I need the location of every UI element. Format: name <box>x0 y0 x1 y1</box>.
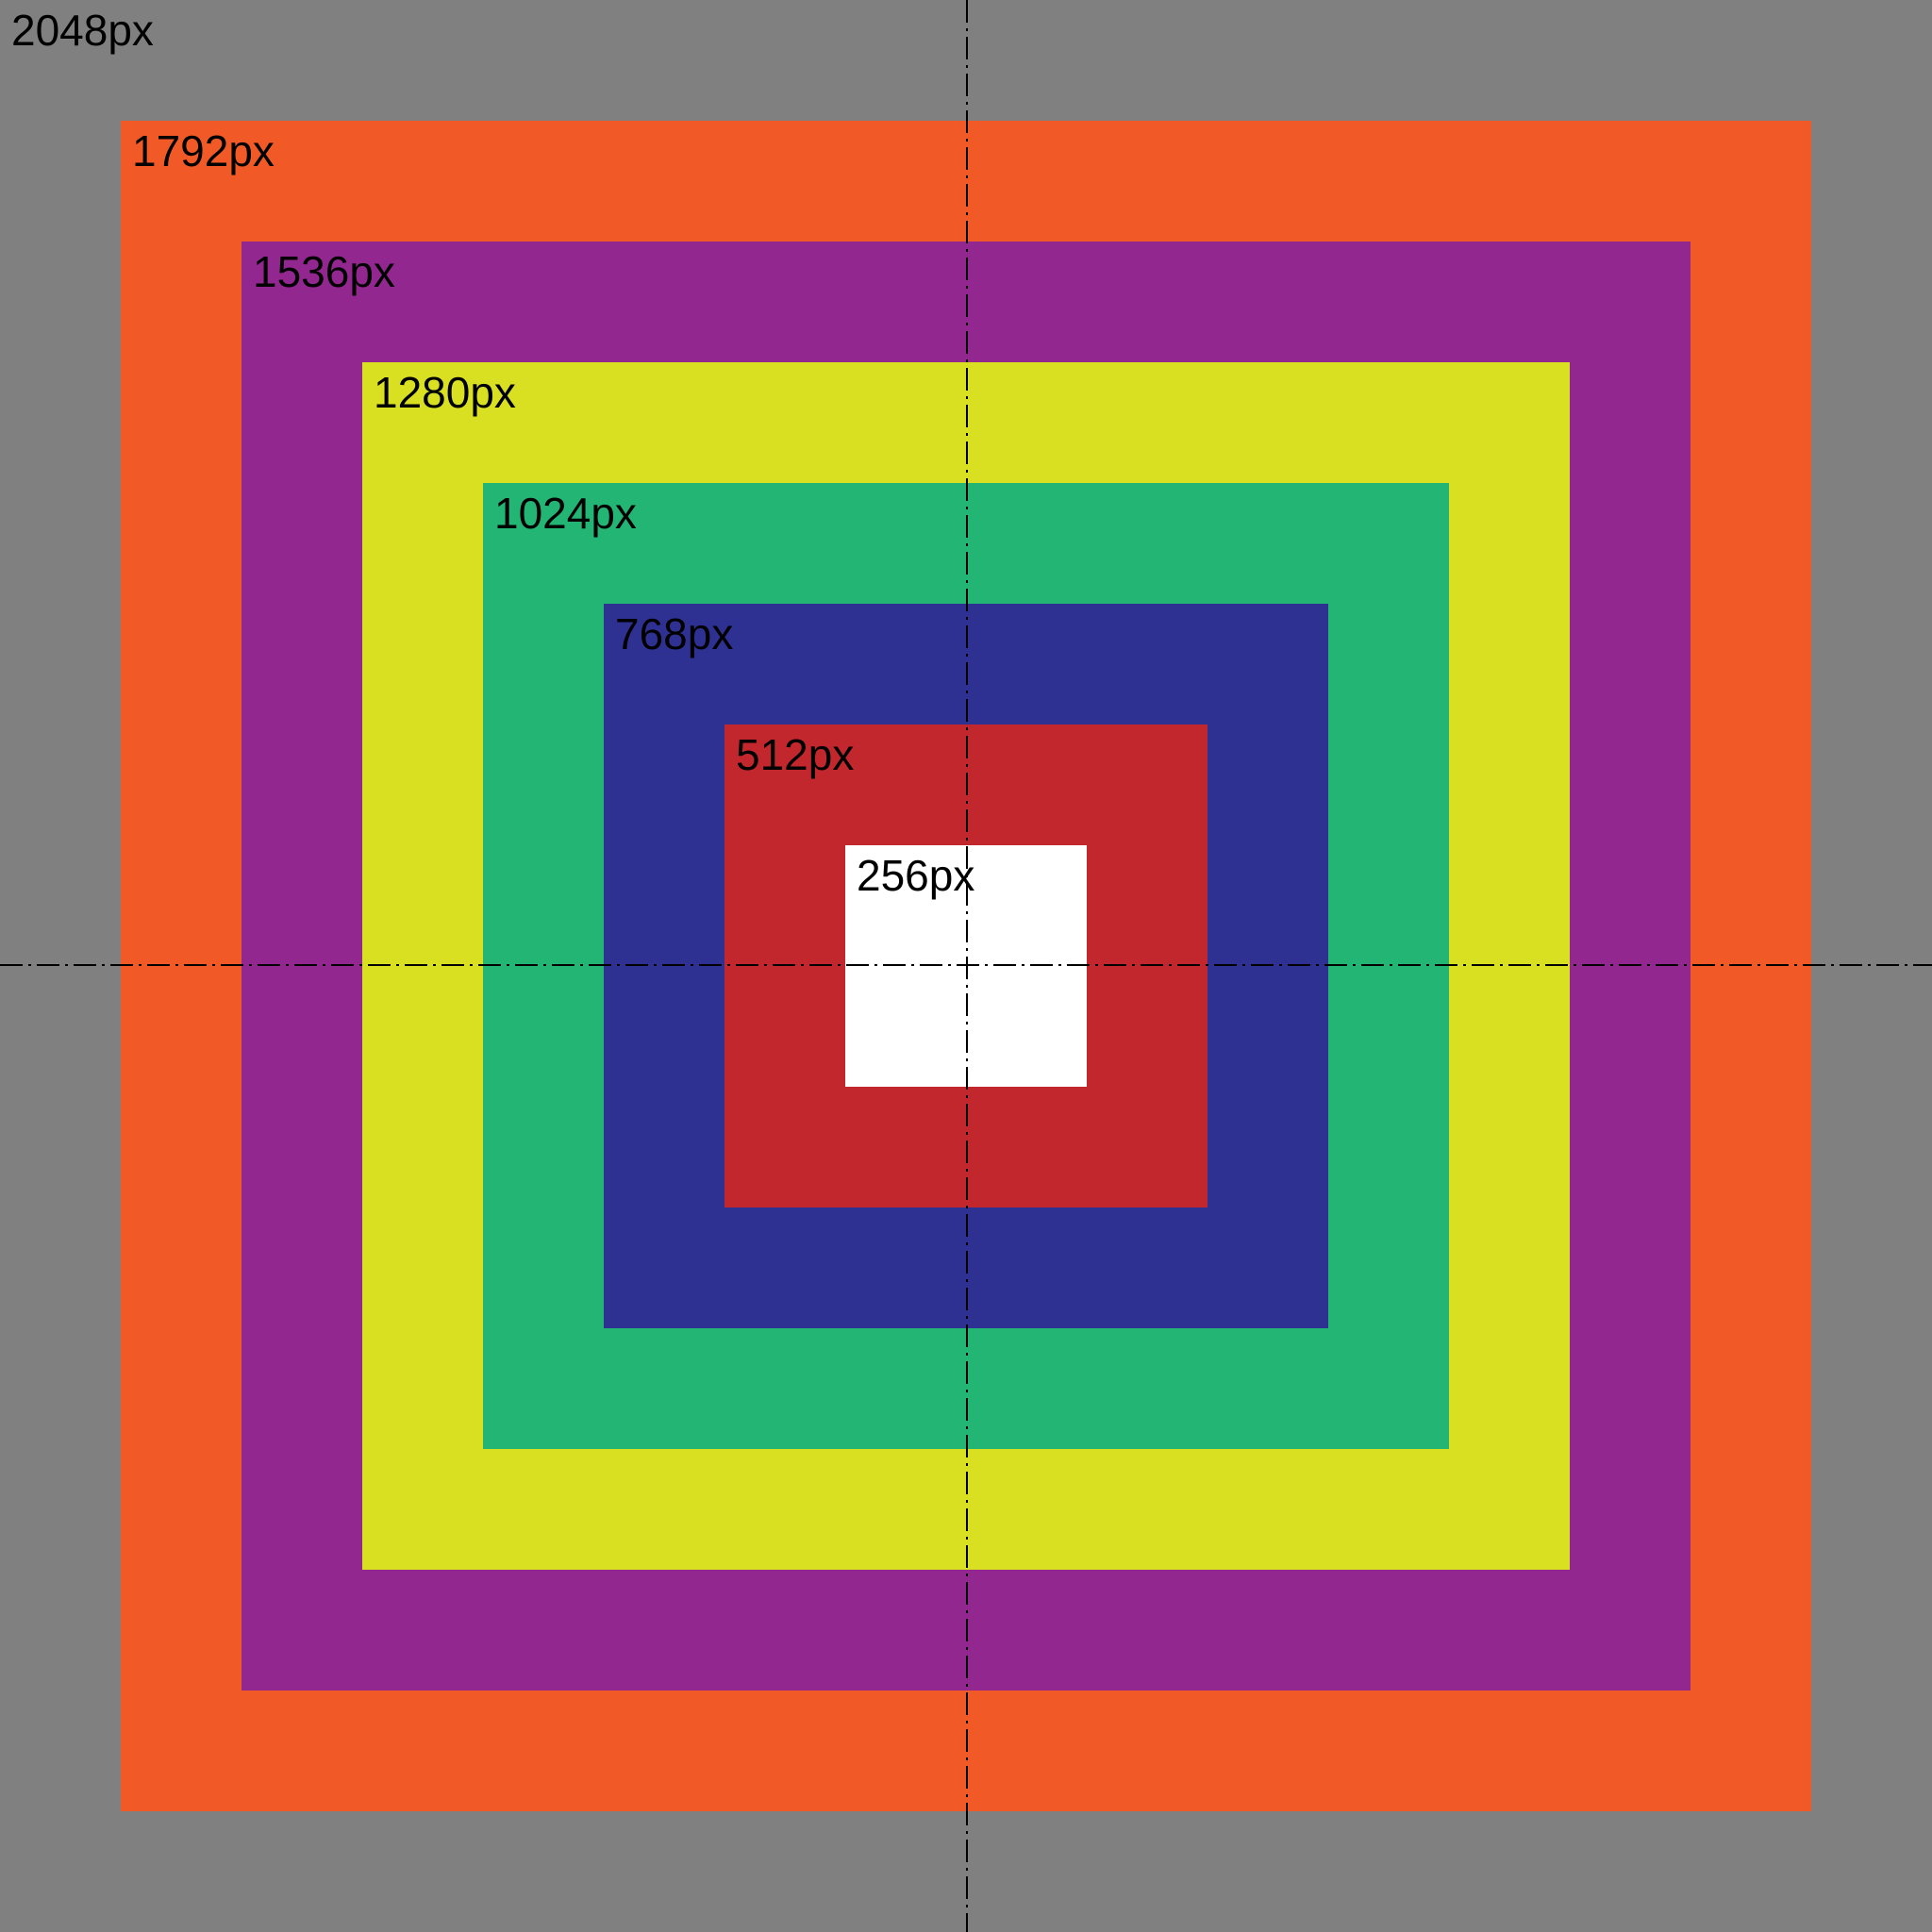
square-2048-label: 2048px <box>11 6 154 55</box>
square-256-label: 256px <box>857 851 975 900</box>
square-1024-label: 1024px <box>494 489 637 538</box>
square-768-label: 768px <box>615 609 734 658</box>
square-1792-label: 1792px <box>132 126 275 175</box>
square-1536-label: 1536px <box>253 247 395 296</box>
square-512-label: 512px <box>736 730 855 779</box>
square-256: 256px <box>845 845 1087 1087</box>
square-1280-label: 1280px <box>374 368 516 417</box>
